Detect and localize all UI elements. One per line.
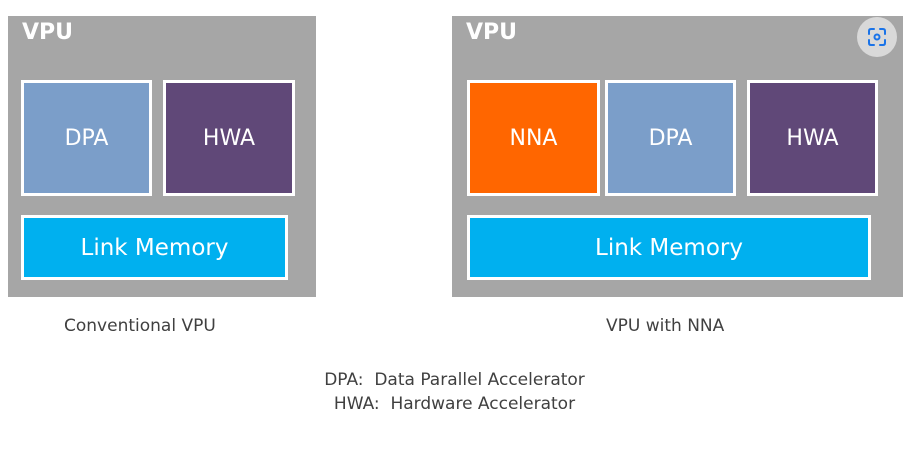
hwa-block: HWA: [747, 80, 878, 196]
link-memory-block: Link Memory: [467, 215, 871, 280]
dpa-block: DPA: [21, 80, 152, 196]
hwa-label: HWA: [786, 125, 839, 151]
visual-search-button[interactable]: [857, 17, 897, 57]
dpa-block: DPA: [605, 80, 736, 196]
nna-label: NNA: [509, 125, 558, 151]
visual-search-icon: [868, 28, 886, 46]
link-memory-block: Link Memory: [21, 215, 288, 280]
dpa-label: DPA: [64, 125, 109, 151]
vpu-title: VPU: [22, 20, 74, 45]
link-memory-label: Link Memory: [80, 234, 229, 261]
hwa-block: HWA: [163, 80, 295, 196]
caption-conventional-vpu: Conventional VPU: [64, 316, 216, 336]
dpa-label: DPA: [648, 125, 693, 151]
link-memory-label: Link Memory: [595, 234, 743, 261]
legend-hwa: HWA: Hardware Accelerator: [333, 394, 576, 414]
legend-dpa: DPA: Data Parallel Accelerator: [324, 370, 585, 390]
vpu-with-nna: VPU NNA DPA HWA Link Memory: [452, 16, 903, 297]
nna-block: NNA: [467, 80, 600, 196]
caption-vpu-with-nna: VPU with NNA: [606, 316, 725, 336]
vpu-conventional: VPU DPA HWA Link Memory: [8, 16, 316, 297]
hwa-label: HWA: [202, 125, 256, 151]
vpu-title: VPU: [466, 20, 518, 45]
